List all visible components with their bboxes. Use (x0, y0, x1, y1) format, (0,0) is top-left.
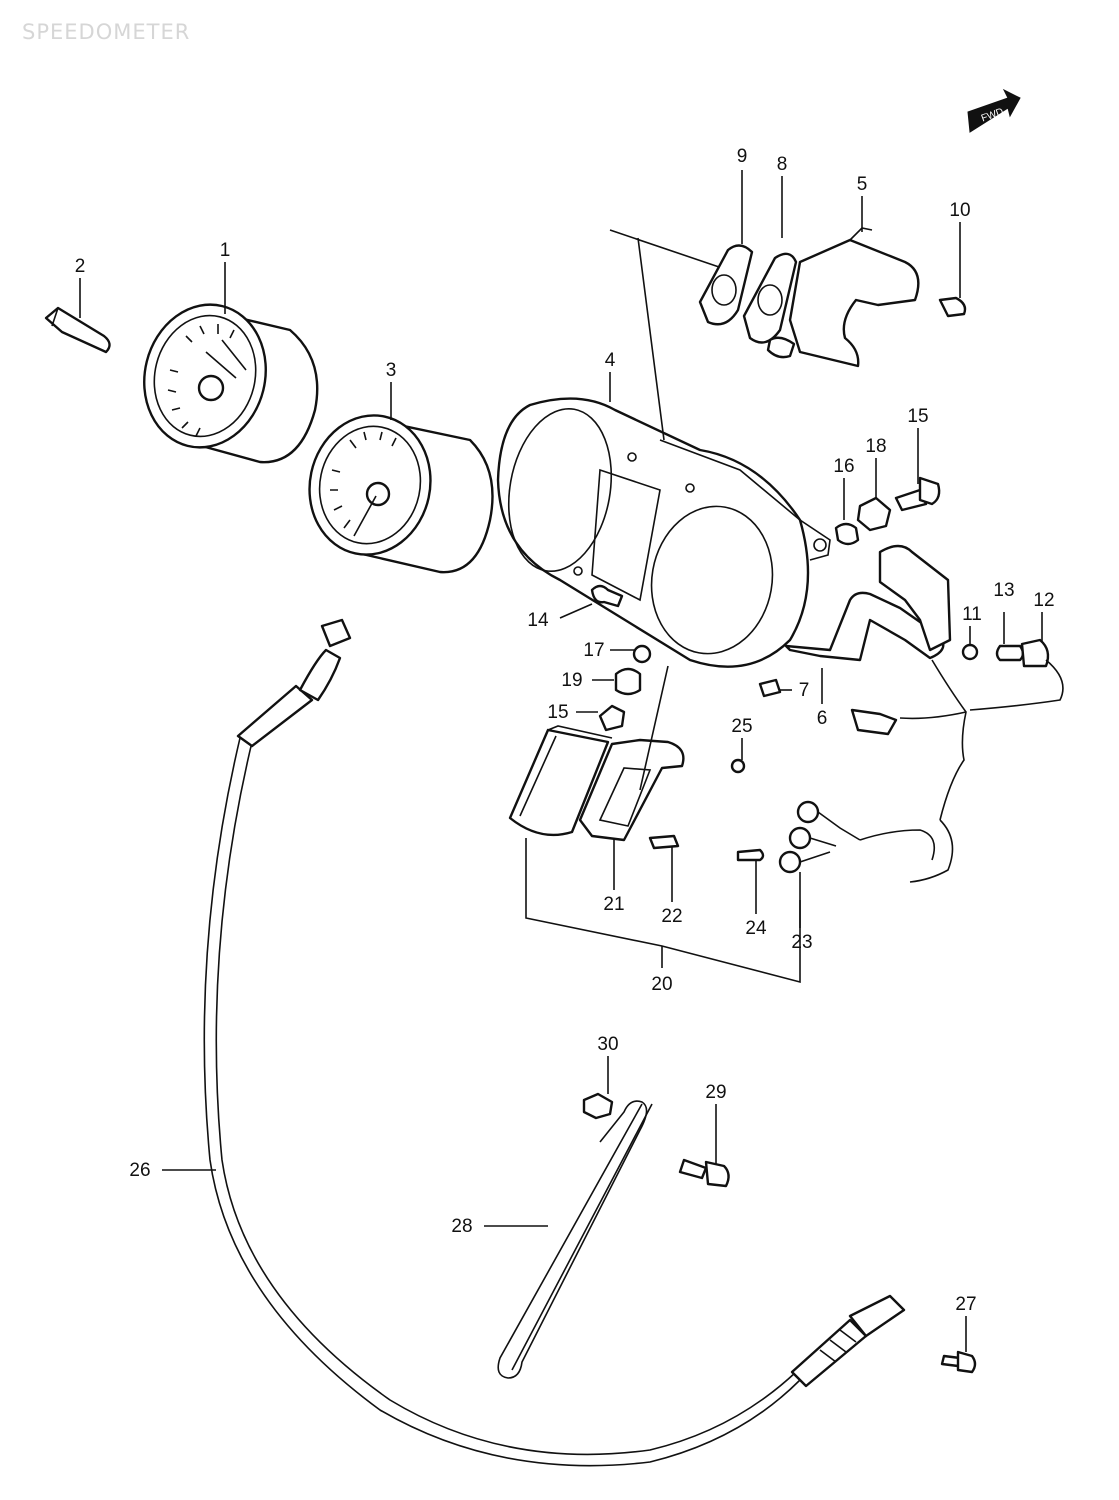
callout-labels: 2 1 3 4 9 8 5 10 15 16 18 14 17 19 15 7 … (75, 146, 1055, 1315)
part-30-nut (582, 1092, 614, 1120)
callout-15-lower: 15 (547, 702, 568, 723)
part-5-bracket (788, 227, 920, 368)
callout-13: 13 (993, 580, 1014, 601)
callout-14: 14 (527, 610, 549, 631)
callout-6: 6 (817, 708, 828, 729)
part-19-cushion (614, 667, 642, 696)
part-18-nut (856, 496, 892, 532)
part-8-cushion (742, 252, 798, 359)
part-3-speedometer (308, 414, 494, 574)
part-25-screw (730, 758, 746, 774)
part-12-socket (1020, 638, 1050, 668)
callout-18: 18 (865, 436, 886, 457)
part-2-socket (44, 306, 111, 354)
diagram-title: SPEEDOMETER (22, 20, 191, 44)
part-15-bolt-upper (894, 476, 941, 512)
callout-19: 19 (561, 670, 582, 691)
callout-20: 20 (651, 974, 672, 995)
part-6-bracket (784, 544, 952, 662)
callout-1: 1 (220, 240, 231, 261)
part-13-bulb (995, 644, 1025, 662)
callout-26: 26 (129, 1160, 150, 1181)
callout-16: 16 (833, 456, 854, 477)
callout-24: 24 (745, 918, 767, 939)
leader-guide-lower (639, 665, 669, 791)
part-27-screw (940, 1350, 977, 1374)
part-26-speedometer-cable (203, 618, 906, 1467)
part-9-gasket (698, 244, 754, 326)
callout-11: 11 (962, 604, 982, 625)
callout-23: 23 (791, 932, 812, 953)
part-1-tachometer (143, 303, 319, 464)
callout-30: 30 (597, 1034, 618, 1055)
callout-29: 29 (705, 1082, 726, 1103)
callout-2: 2 (75, 256, 86, 277)
callout-21: 21 (603, 894, 624, 915)
callout-15-upper: 15 (907, 406, 928, 427)
callout-9: 9 (737, 146, 748, 167)
part-15-bolt-lower (598, 704, 626, 732)
part-22-screw (648, 834, 680, 850)
leader-lines (79, 170, 1043, 1352)
callout-12: 12 (1033, 590, 1054, 611)
callout-5: 5 (857, 174, 868, 195)
part-20-group-bracket (525, 838, 801, 984)
part-11-bulb (961, 643, 979, 661)
part-7-screw (758, 678, 782, 698)
part-4-meter-case (496, 397, 831, 668)
callout-7: 7 (799, 680, 810, 701)
callout-8: 8 (777, 154, 788, 175)
callout-25: 25 (731, 716, 752, 737)
part-17-grommet (632, 644, 652, 664)
callout-4: 4 (605, 350, 616, 371)
callout-22: 22 (661, 906, 682, 927)
part-21-indicator-lamp (508, 725, 685, 842)
callout-3: 3 (386, 360, 397, 381)
part-14-screw (590, 584, 624, 608)
leader-guide-upper (609, 229, 723, 441)
callout-10: 10 (949, 200, 970, 221)
fwd-arrow-icon: FWD (967, 88, 1021, 133)
callout-17: 17 (583, 640, 604, 661)
part-29-bolt (678, 1158, 730, 1188)
wiring-harness (850, 659, 1064, 883)
callout-27: 27 (955, 1294, 976, 1315)
part-10-screw (938, 296, 967, 318)
part-16-spacer (834, 522, 860, 546)
part-28-cable-guide (497, 1100, 653, 1379)
part-23-sockets (778, 800, 861, 874)
callout-28: 28 (451, 1216, 472, 1237)
part-24-bulb (736, 848, 765, 862)
